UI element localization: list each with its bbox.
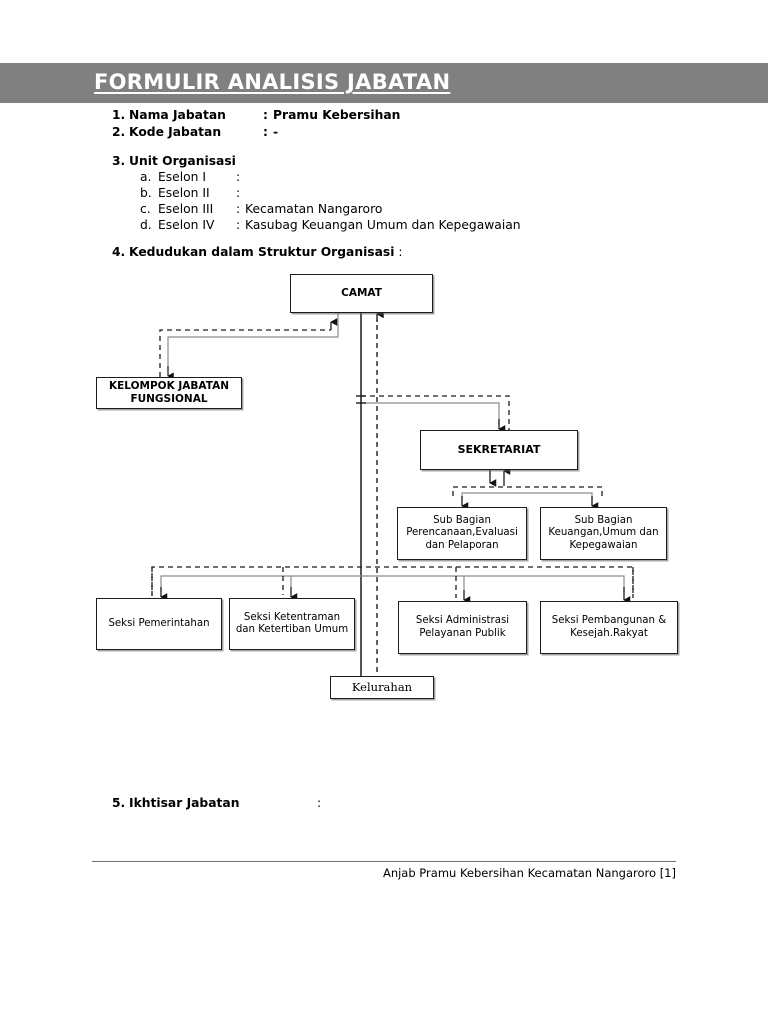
org-node-sekretariat-label: SEKRETARIAT (457, 443, 541, 457)
org-node-subbag-keuangan[interactable]: Sub Bagian Keuangan,Umum dan Kepegawaian (540, 507, 667, 560)
org-node-kelurahan-label: Kelurahan (351, 680, 413, 695)
eselon-3-row: c. Eselon III: Kecamatan Nangaroro (140, 202, 382, 216)
org-node-kelompok-label: KELOMPOK JABATAN FUNGSIONAL (108, 380, 230, 405)
org-node-seksi-pemerintahan-label: Seksi Pemerintahan (108, 617, 210, 629)
eselon-2-letter: b. (140, 186, 152, 200)
section-4-colon: : (398, 245, 403, 259)
eselon-4-letter: d. (140, 218, 152, 232)
field-kode-jabatan-number: 2. (112, 125, 126, 139)
field-nama-jabatan: 1.Nama Jabatan: Pramu Kebersihan (112, 108, 400, 122)
eselon-4-label: Eselon IV (158, 218, 215, 232)
page-title: FORMULIR ANALISIS JABATAN (94, 70, 451, 94)
eselon-3-colon: : (236, 202, 241, 216)
section-3-title: Unit Organisasi (129, 154, 236, 168)
field-kode-jabatan-value: - (273, 125, 279, 139)
section-5-heading: 5.Ikhtisar Jabatan (112, 796, 239, 810)
section-5-value-row: : (317, 796, 326, 810)
org-node-kelompok-jabatan-fungsional[interactable]: KELOMPOK JABATAN FUNGSIONAL (96, 377, 242, 409)
section-4-title: Kedudukan dalam Struktur Organisasi (129, 245, 395, 259)
eselon-1-label: Eselon I (158, 170, 207, 184)
eselon-3-label: Eselon III (158, 202, 214, 216)
org-node-camat[interactable]: CAMAT (290, 274, 433, 313)
header-band (0, 63, 768, 103)
eselon-4-value: Kasubag Keuangan Umum dan Kepegawaian (245, 218, 521, 232)
field-nama-jabatan-label: Nama Jabatan (129, 108, 226, 122)
field-kode-jabatan-label: Kode Jabatan (129, 125, 222, 139)
org-node-subbag-keuangan-label: Sub Bagian Keuangan,Umum dan Kepegawaian (548, 514, 659, 551)
eselon-2-row: b. Eselon II: (140, 186, 245, 200)
section-5-colon: : (317, 796, 322, 810)
section-4-number: 4. (112, 245, 126, 259)
eselon-3-value: Kecamatan Nangaroro (245, 202, 383, 216)
eselon-2-colon: : (236, 186, 241, 200)
org-node-subbag-perencanaan[interactable]: Sub Bagian Perencanaan,Evaluasi dan Pela… (397, 507, 527, 560)
eselon-4-colon: : (236, 218, 241, 232)
field-nama-jabatan-colon: : (263, 108, 268, 122)
footer-text: Anjab Pramu Kebersihan Kecamatan Nangaro… (382, 866, 676, 880)
org-node-camat-label: CAMAT (341, 287, 382, 300)
footer-divider (92, 861, 676, 862)
eselon-4-row: d. Eselon IV: Kasubag Keuangan Umum dan Ke… (140, 218, 521, 232)
org-node-seksi-pemerintahan[interactable]: Seksi Pemerintahan (96, 598, 222, 650)
org-node-seksi-pembangunan[interactable]: Seksi Pembangunan & Kesejah.Rakyat (540, 601, 678, 654)
section-3-number: 3. (112, 154, 126, 168)
org-node-kelurahan[interactable]: Kelurahan (330, 676, 434, 699)
org-node-seksi-ketentraman-label: Seksi Ketentraman dan Ketertiban Umum (235, 611, 349, 635)
field-kode-jabatan: 2.Kode Jabatan:- (112, 125, 278, 139)
org-node-seksi-administrasi-label: Seksi Administrasi Pelayanan Publik (415, 615, 510, 639)
field-kode-jabatan-colon: : (263, 125, 268, 139)
field-nama-jabatan-number: 1. (112, 108, 126, 122)
section-5-number: 5. (112, 796, 126, 810)
org-node-subbag-perencanaan-label: Sub Bagian Perencanaan,Evaluasi dan Pela… (406, 514, 518, 551)
field-nama-jabatan-value: Pramu Kebersihan (273, 108, 401, 122)
eselon-1-colon: : (236, 170, 241, 184)
eselon-3-letter: c. (140, 202, 151, 216)
section-4-heading: 4.Kedudukan dalam Struktur Organisasi : (112, 245, 403, 259)
section-5-title: Ikhtisar Jabatan (129, 796, 240, 810)
org-node-seksi-ketentraman[interactable]: Seksi Ketentraman dan Ketertiban Umum (229, 598, 355, 650)
org-node-sekretariat[interactable]: SEKRETARIAT (420, 430, 578, 470)
org-node-seksi-pembangunan-label: Seksi Pembangunan & Kesejah.Rakyat (551, 615, 667, 639)
org-node-seksi-administrasi[interactable]: Seksi Administrasi Pelayanan Publik (398, 601, 527, 654)
eselon-1-letter: a. (140, 170, 152, 184)
eselon-2-label: Eselon II (158, 186, 210, 200)
eselon-1-row: a. Eselon I: (140, 170, 245, 184)
section-3-heading: 3.Unit Organisasi (112, 154, 236, 168)
